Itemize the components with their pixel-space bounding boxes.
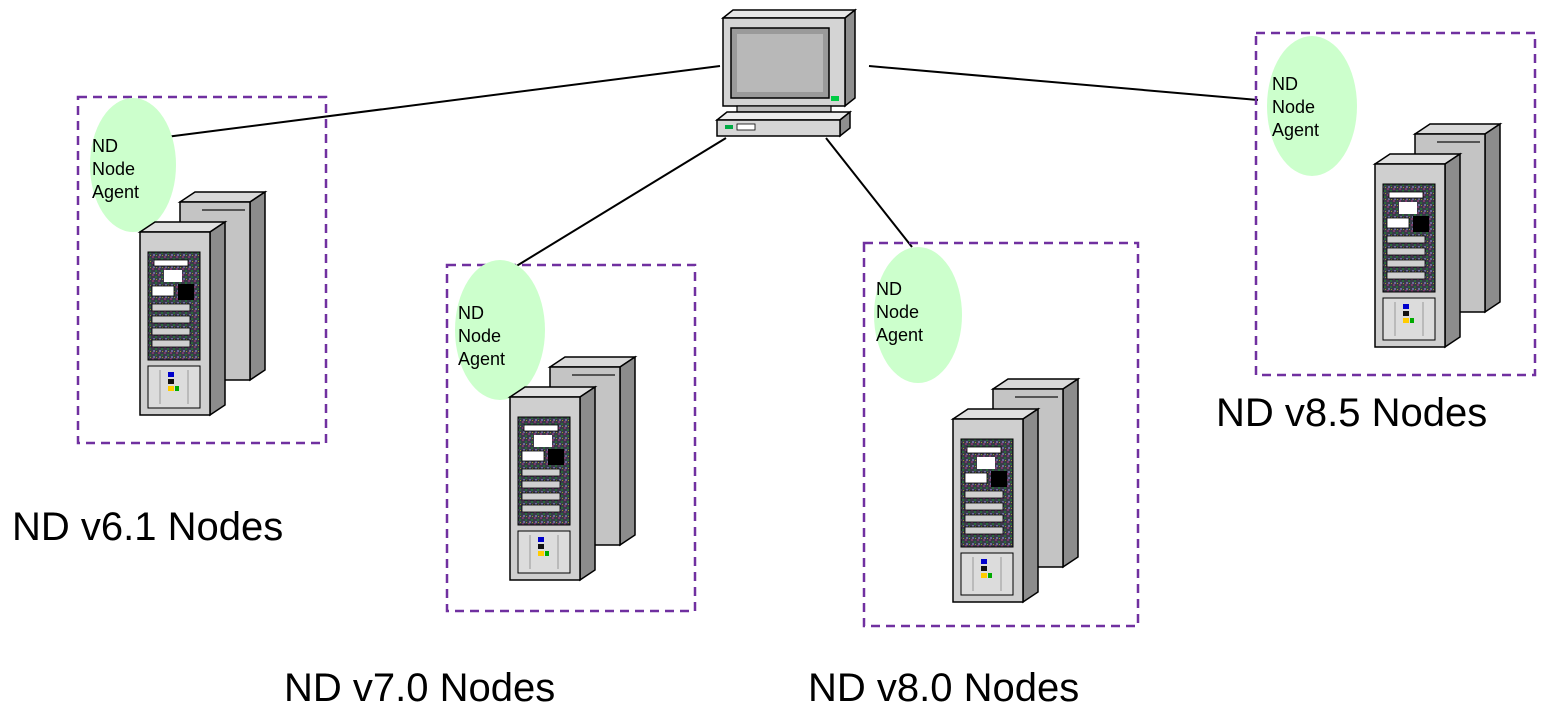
node-group-v70: ND Node Agent ND v7.0 Nodes [284,260,697,705]
agent-label: ND Node Agent [458,303,506,369]
group-boundary [445,263,697,613]
agent-label-line: Agent [1272,120,1319,140]
node-agent-bubble [1267,36,1357,176]
connector-lines [165,65,1259,274]
group-boundary [76,95,328,445]
group-label: ND v8.0 Nodes [808,666,1079,705]
server-tower-icon [509,356,636,581]
group-boundary [1254,31,1537,377]
agent-label: ND Node Agent [876,279,924,345]
agent-label-line: ND [876,279,902,299]
group-label: ND v8.5 Nodes [1216,391,1487,435]
agent-label-line: Agent [92,182,139,202]
agent-label-line: ND [1272,74,1298,94]
node-agent-bubble [874,247,962,383]
agent-label-line: Node [458,326,501,346]
node-group-v85: ND Node Agent ND v8.5 Nodes [1216,31,1537,435]
agent-label-line: Node [876,302,919,322]
agent-label-line: Agent [458,349,505,369]
node-agent-bubble [455,260,545,400]
agent-label-line: ND [92,136,118,156]
group-label: ND v6.1 Nodes [12,505,283,549]
server-tower-icon [1374,123,1501,348]
agent-label-line: Agent [876,325,923,345]
agent-label-line: Node [1272,97,1315,117]
server-tower-icon [952,378,1079,603]
node-group-v61: ND Node Agent ND v6.1 Nodes [12,95,328,549]
connector-v80 [825,137,913,248]
agent-label-line: ND [458,303,484,323]
node-group-v80: ND Node Agent ND v8.0 Nodes [808,241,1140,705]
connector-v85 [868,65,1259,101]
node-agent-bubble [90,98,176,232]
group-boundary [862,241,1140,628]
server-tower-icon [139,191,266,416]
connector-v61 [165,65,721,138]
desktop-computer-icon [714,8,858,138]
group-label: ND v7.0 Nodes [284,666,555,705]
agent-label: ND Node Agent [92,136,140,202]
agent-label: ND Node Agent [1272,74,1320,140]
connector-v70 [504,137,727,274]
agent-label-line: Node [92,159,135,179]
